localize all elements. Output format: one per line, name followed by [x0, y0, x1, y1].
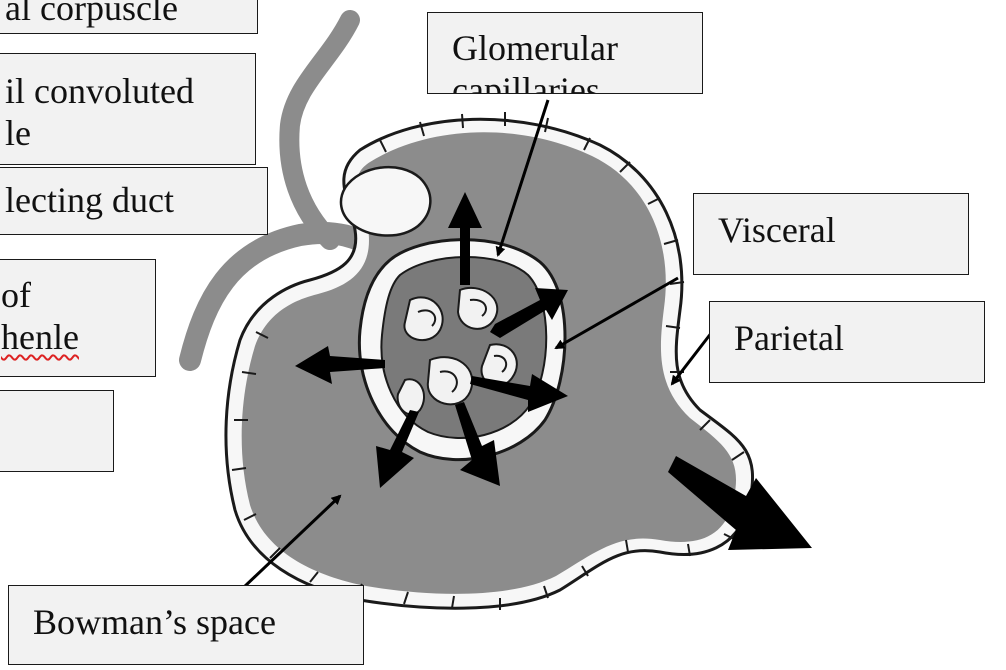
- label-proximal-convoluted-tubule: il convoluted le: [0, 53, 256, 165]
- capsule-inner-wall: [341, 167, 430, 235]
- label-bowmans-space: Bowman’s space: [8, 585, 364, 665]
- label-glomerular-capillaries: Glomerular capillaries: [427, 12, 703, 94]
- spellcheck-underline-henle: henle: [1, 316, 155, 358]
- label-collecting-duct: lecting duct: [0, 167, 268, 235]
- label-renal-corpuscle: al corpuscle: [0, 0, 258, 34]
- label-loop-of-henle: of henle: [0, 259, 156, 377]
- label-parietal: Parietal: [709, 301, 985, 383]
- label-visceral: Visceral: [693, 193, 969, 275]
- label-empty-box: [0, 390, 114, 472]
